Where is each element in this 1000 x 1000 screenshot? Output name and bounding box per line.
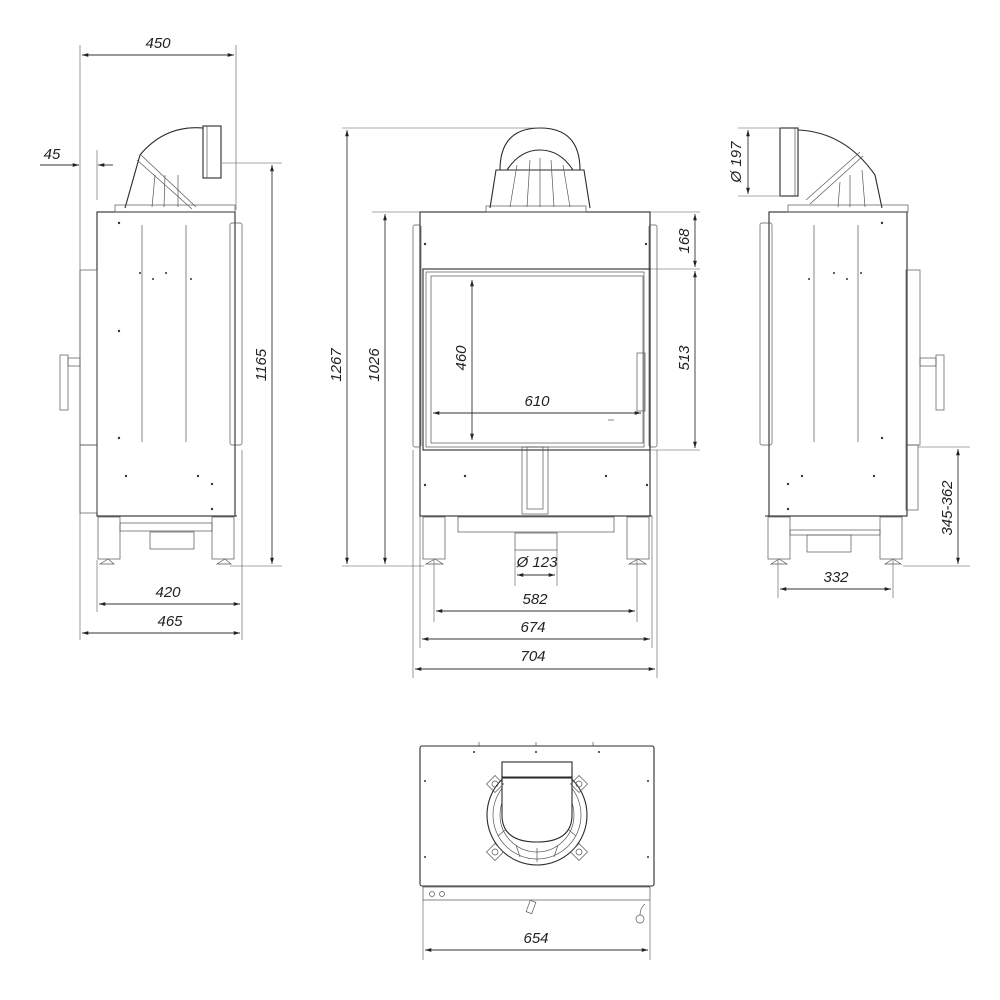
dim-overall-width: 704 (520, 648, 545, 665)
dim-glass-height: 460 (453, 345, 470, 371)
side-right-dimensions: Ø 197 345-362 332 (728, 127, 970, 598)
side-view-right (759, 127, 945, 565)
door-handle-icon (935, 354, 945, 411)
side-right-body (768, 211, 908, 517)
top-dimensions: 654 (422, 900, 651, 960)
dim-air-inlet-diameter: Ø 123 (516, 554, 559, 571)
dim-body-width: 674 (520, 619, 545, 636)
top-view (419, 742, 655, 924)
dim-door-bottom-height: 345-362 (939, 480, 956, 536)
dim-overall-height: 1267 (328, 348, 345, 382)
dim-glass-width: 610 (524, 393, 550, 410)
top-plate (419, 745, 655, 887)
front-dimensions: 1267 1026 168 513 460 610 Ø 123 582 674 … (328, 127, 700, 678)
side-view-left (59, 125, 243, 565)
side-left-body (96, 211, 236, 517)
door-handle-icon (59, 354, 69, 411)
side-left-dimensions: 450 45 1165 420 465 (40, 35, 282, 640)
dim-top-width: 654 (523, 930, 548, 947)
dim-overall-depth: 450 (145, 35, 171, 52)
front-view (412, 127, 658, 565)
dim-height-to-flue: 1165 (253, 348, 270, 381)
dim-flue-diameter: Ø 197 (728, 141, 745, 184)
dim-flue-offset: 45 (44, 146, 61, 163)
dim-body-height: 1026 (366, 348, 383, 382)
dim-leg-spacing-depth-right: 332 (823, 569, 849, 586)
dim-leg-spacing-width: 582 (522, 591, 548, 608)
dim-body-depth: 465 (157, 613, 183, 630)
dim-door-opening-height: 513 (676, 345, 693, 371)
bolt-icon (486, 775, 588, 861)
dim-leg-spacing-depth: 420 (155, 584, 181, 601)
dim-top-panel-height: 168 (676, 228, 693, 254)
